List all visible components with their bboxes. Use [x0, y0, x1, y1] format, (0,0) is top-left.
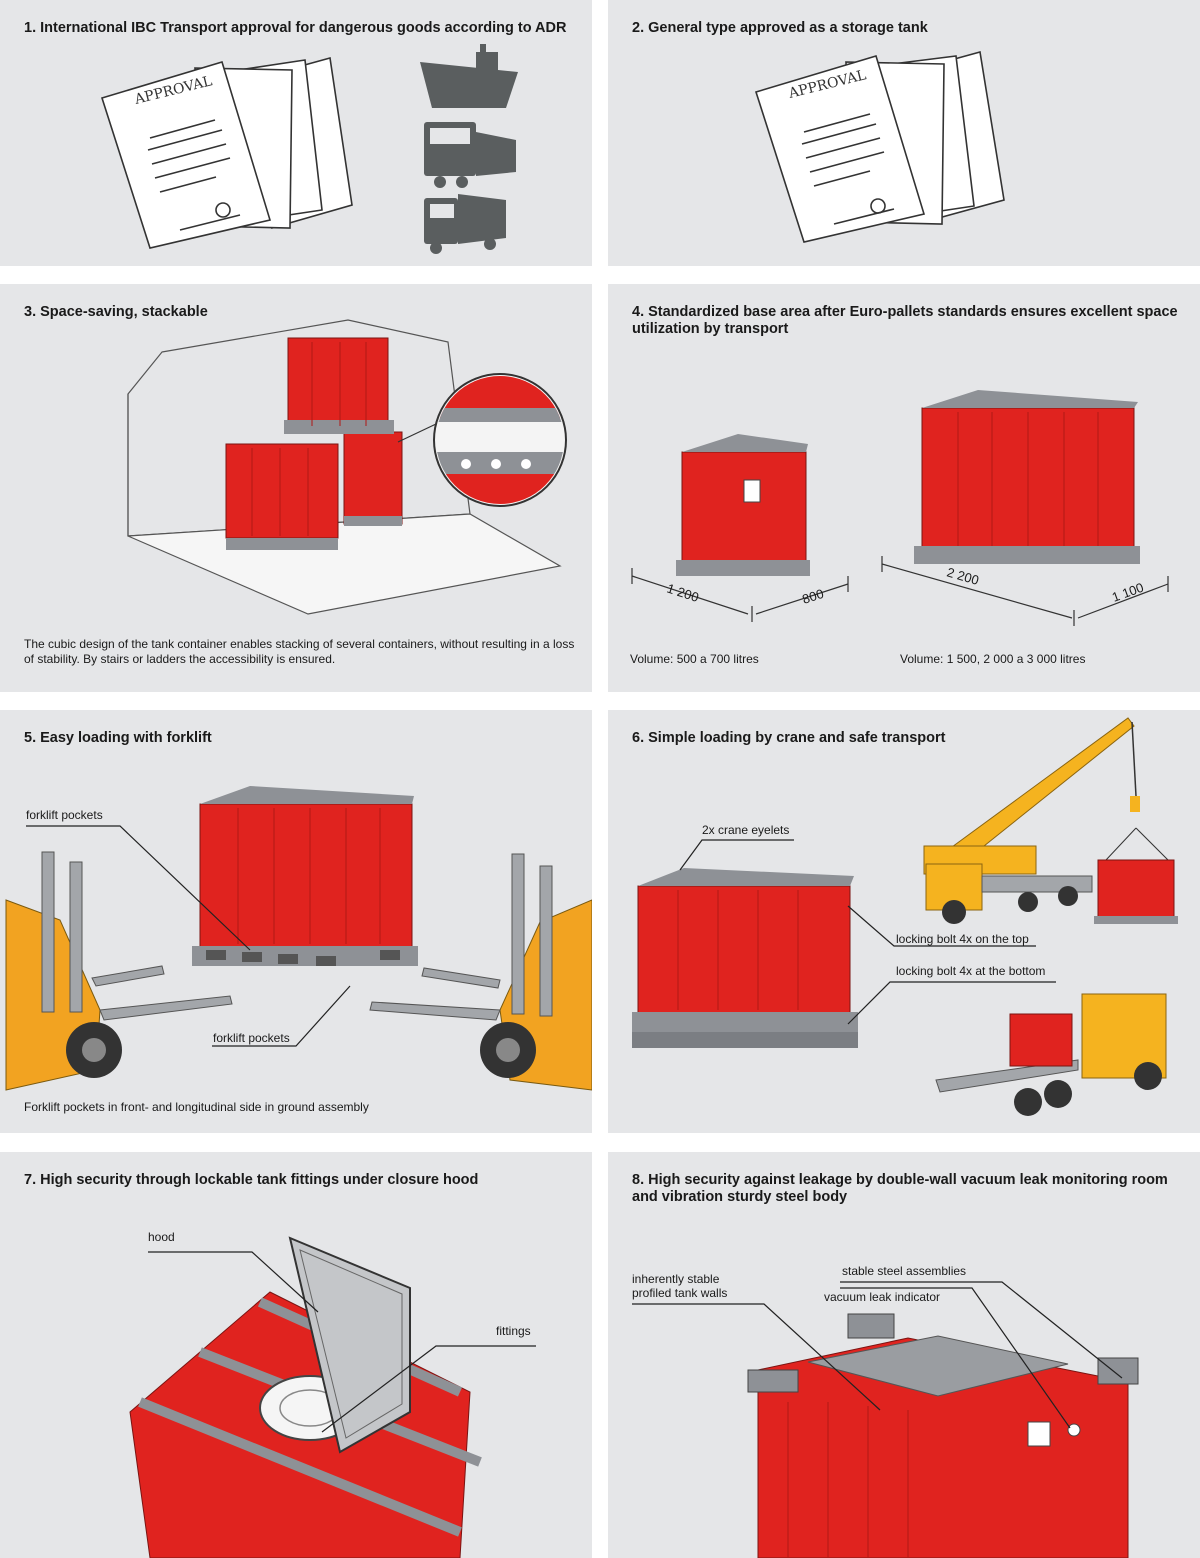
panel-storage-tank-approval: 2. General type approved as a storage ta… — [608, 0, 1200, 266]
locking-bolt-bottom-label: locking bolt 4x at the bottom — [896, 964, 1046, 978]
panel-title: 8. High security against leakage by doub… — [632, 1172, 1168, 1205]
panel-forklift-loading: 5. Easy loading with forklift forklift p… — [0, 710, 592, 1133]
approval-documents-illustration: APPROVAL — [754, 50, 1005, 243]
crane-transport-illustration — [632, 717, 1178, 1116]
forklift-pockets-label-bottom: forklift pockets — [213, 1031, 290, 1045]
approval-documents-illustration: APPROVAL — [100, 44, 518, 254]
hood-label: hood — [148, 1230, 175, 1244]
tank-walls-label: inherently stable profiled tank walls — [632, 1272, 728, 1300]
steel-assemblies-label: stable steel assemblies — [842, 1264, 967, 1278]
dimension-label: 2 200 — [945, 564, 980, 587]
fittings-label: fittings — [496, 1324, 531, 1338]
locking-bolt-top-label: locking bolt 4x on the top — [896, 932, 1029, 946]
forklift-illustration — [5, 786, 592, 1091]
panel-crane-loading: 6. Simple loading by crane and safe tran… — [608, 710, 1200, 1133]
panel-lockable-fittings: 7. High security through lockable tank f… — [0, 1152, 592, 1558]
panel-title: 3. Space-saving, stackable — [24, 304, 208, 320]
dimension-label: 800 — [800, 586, 825, 607]
crane-eyelets-label: 2x crane eyelets — [702, 823, 790, 837]
panel-ibc-approval: 1. International IBC Transport approval … — [0, 0, 592, 266]
dimension-label: 1 200 — [665, 581, 701, 605]
double-wall-tank-illustration — [632, 1281, 1139, 1558]
panel-title: 1. International IBC Transport approval … — [24, 20, 567, 36]
panel-title: 4. Standardized base area after Euro-pal… — [632, 304, 1178, 337]
stacked-tanks-illustration — [127, 319, 567, 615]
panel-title: 2. General type approved as a storage ta… — [632, 20, 928, 36]
stackable-caption: The cubic design of the tank container e… — [24, 637, 575, 666]
tank-dimensions-illustration: 1 200 800 2 200 1 100 — [631, 390, 1169, 626]
panel-leak-security: 8. High security against leakage by doub… — [608, 1152, 1200, 1558]
ship-icon — [420, 44, 518, 108]
panel-title: 7. High security through lockable tank f… — [24, 1172, 479, 1188]
closure-hood-illustration — [129, 1236, 536, 1558]
volume-small-label: Volume: 500 a 700 litres — [630, 652, 759, 666]
panel-title: 5. Easy loading with forklift — [24, 730, 212, 746]
panel-euro-pallet-base: 4. Standardized base area after Euro-pal… — [608, 284, 1200, 692]
vacuum-indicator-label: vacuum leak indicator — [824, 1290, 941, 1304]
volume-large-label: Volume: 1 500, 2 000 a 3 000 litres — [900, 652, 1086, 666]
van-icon — [424, 194, 506, 254]
dimension-label: 1 100 — [1110, 580, 1146, 605]
panel-title: 6. Simple loading by crane and safe tran… — [632, 730, 946, 746]
panel-stackable: 3. Space-saving, stackable — [0, 284, 592, 692]
forklift-caption: Forklift pockets in front- and longitudi… — [24, 1100, 369, 1114]
forklift-pockets-label-top: forklift pockets — [26, 808, 103, 822]
